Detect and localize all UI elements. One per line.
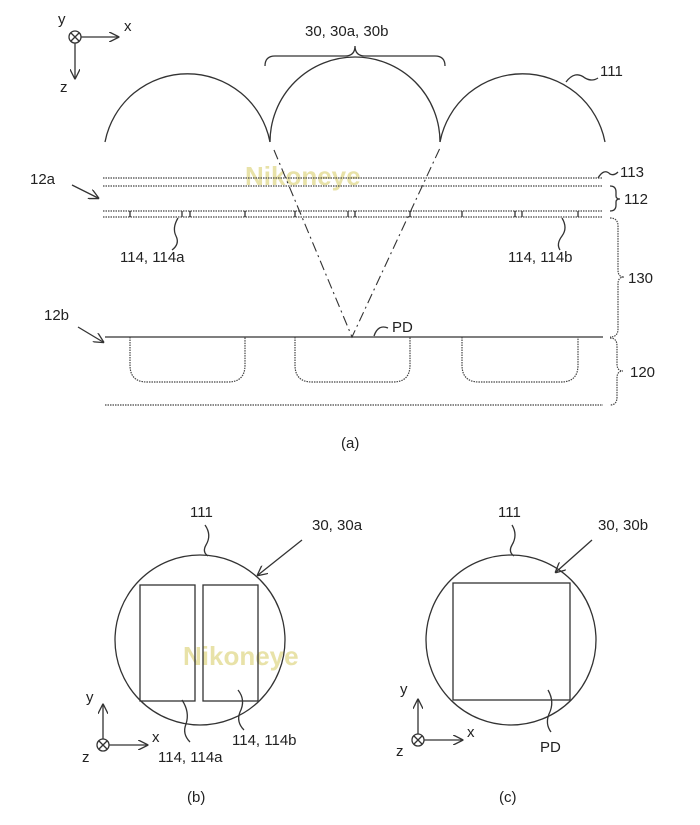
caption-c: (c) [499, 789, 517, 806]
photodiode-top-view [452, 582, 571, 701]
label-114a: 114, 114a [120, 249, 185, 266]
axis-indicator: y x z [82, 689, 160, 766]
label-111: 111 [600, 63, 623, 80]
photodiode [294, 337, 411, 383]
axis-z-label: z [82, 749, 90, 766]
caption-a: (a) [341, 435, 359, 452]
label-130: 130 [628, 270, 653, 287]
label-111: 111 [190, 504, 213, 521]
microlens-top-view [425, 554, 597, 726]
label-12a: 12a [30, 171, 56, 188]
label-114a: 114, 114a [158, 749, 223, 766]
axis-z-label: z [396, 743, 404, 760]
label-30b: 30, 30b [598, 517, 648, 534]
label-12b: 12b [44, 307, 69, 324]
label-114b: 114, 114b [508, 249, 573, 266]
microlens-top-view [114, 554, 286, 726]
electrode-114b [202, 584, 259, 702]
label-111: 111 [498, 504, 521, 521]
axis-x-label: x [124, 18, 132, 35]
watermark: Nikoneye [183, 641, 299, 671]
caption-b: (b) [187, 789, 205, 806]
brace [264, 45, 446, 67]
axis-indicator: y x z [58, 11, 132, 96]
microlens [269, 56, 441, 143]
axis-y-label: y [58, 11, 66, 28]
label-114b: 114, 114b [232, 732, 297, 749]
axis-z-label: z [60, 79, 68, 96]
axis-y-label: y [86, 689, 94, 706]
axis-x-label: x [467, 724, 475, 741]
figure-c: 111 30, 30b PD y x z (c) [396, 504, 648, 806]
label-pd: PD [540, 739, 561, 756]
axis-x-label: x [152, 729, 160, 746]
electrode-114a [139, 584, 196, 702]
label-112: 112 [624, 191, 648, 208]
photodiode [129, 337, 246, 383]
photodiode [461, 337, 579, 383]
microlens [439, 73, 606, 143]
figure-a: y x z 30, 30a, 30b 111 113 112 12a 114, … [30, 11, 655, 452]
label-113: 113 [620, 164, 644, 181]
label-30: 30, 30a, 30b [305, 23, 388, 40]
axis-y-label: y [400, 681, 408, 698]
axis-indicator: y x z [396, 681, 475, 760]
label-30a: 30, 30a [312, 517, 363, 534]
microlens [104, 73, 271, 143]
label-120: 120 [630, 364, 655, 381]
label-pd: PD [392, 319, 413, 336]
figure-b: 111 30, 30a 114, 114b 114, 114a y x z (b… [82, 504, 363, 806]
